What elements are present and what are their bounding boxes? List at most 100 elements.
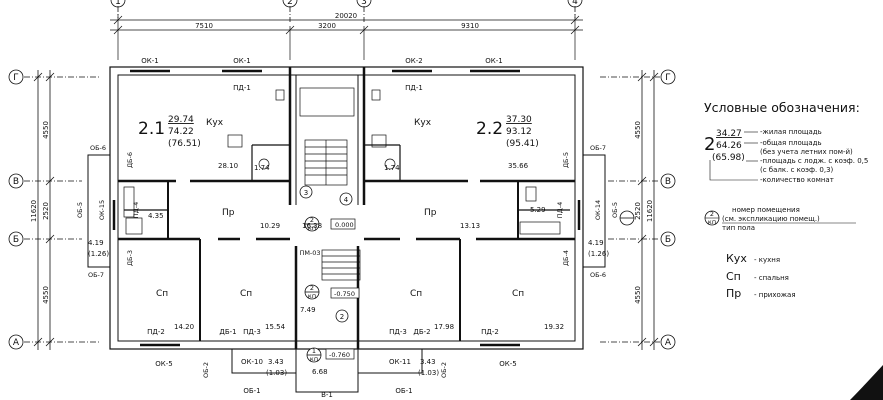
- legend-t3: тип пола: [722, 224, 755, 232]
- walls: [109, 66, 584, 350]
- ok14: ОК-14: [594, 200, 602, 220]
- legend-k3: Пр: [726, 287, 741, 300]
- db4: ДБ-4: [562, 250, 570, 266]
- axis-a-label: А: [13, 338, 20, 348]
- pd3-a: ПД-3: [243, 328, 261, 336]
- level-0000: 0.000: [335, 221, 354, 229]
- level-0760: -0.760: [329, 351, 350, 359]
- marker-tag-c-num: 1: [312, 347, 316, 355]
- area-1932: 19.32: [544, 323, 564, 331]
- marker-2: 2: [340, 313, 344, 321]
- axis-b-label: Б: [13, 235, 19, 245]
- ob2-b: ОБ-2: [440, 362, 448, 378]
- area-174-right: 1.74: [384, 164, 400, 172]
- area-419-right: 4.19: [588, 239, 604, 247]
- marker-tag-a-sub: кп: [308, 224, 316, 232]
- ob6-a: ОБ-6: [90, 144, 106, 152]
- ok2-a: ОК-2: [405, 57, 422, 65]
- room-sp-2: Сп: [240, 289, 252, 299]
- area-1029: 10.29: [260, 222, 280, 230]
- legend-digit: 2: [704, 134, 715, 155]
- apt-right-loggia: (95.41): [506, 139, 539, 149]
- ok5-a: ОК-5: [155, 360, 172, 368]
- marker-3: 3: [304, 189, 308, 197]
- area-1420: 14.20: [174, 323, 194, 331]
- window-marks: [112, 69, 581, 347]
- ok10: ОК-10: [241, 358, 263, 366]
- ok1-a: ОК-1: [141, 57, 158, 65]
- dim-left-total: 11620: [30, 200, 38, 222]
- area-343-left: 3.43: [268, 358, 284, 366]
- legend-tag-sub: кп: [708, 218, 716, 226]
- legend-l5: (с балк. с коэф. 0,3): [760, 166, 834, 174]
- legend-total: 64.26: [716, 141, 742, 151]
- legend-living: 34.27: [716, 129, 742, 139]
- level-boxes: [325, 218, 360, 360]
- room-pr-right: Пр: [424, 208, 437, 218]
- pm03: ПМ-03: [299, 249, 320, 257]
- area-103-right: (1.03): [418, 369, 439, 377]
- ob5-a: ОБ-5: [76, 202, 84, 218]
- axis-v-label-right: В: [665, 177, 671, 187]
- legend-k1: Кух: [726, 252, 747, 265]
- legend-l6: -количество комнат: [760, 176, 834, 184]
- apt-left-type: 2.1: [138, 119, 165, 139]
- apt-left-total: 74.22: [168, 127, 194, 137]
- ob6-b: ОБ-6: [590, 271, 606, 279]
- legend-k2-desc: - спальня: [754, 274, 789, 282]
- ob7-b: ОБ-7: [590, 144, 606, 152]
- pd4-a: ПД-4: [132, 202, 140, 218]
- dim-left-b: 2520: [42, 202, 50, 220]
- room-sp-4: Сп: [512, 289, 524, 299]
- pd1-b: ПД-1: [405, 84, 423, 92]
- area-126-right: (1.26): [588, 250, 609, 258]
- area-1638: 16.38: [302, 222, 322, 230]
- legend-title: Условные обозначения:: [704, 100, 860, 115]
- balconies: [87, 154, 606, 393]
- area-2810: 28.10: [218, 162, 238, 170]
- axis-g-label-right: Г: [665, 73, 671, 83]
- ob5-b: ОБ-5: [611, 202, 619, 218]
- dim-right-a: 4550: [634, 121, 642, 139]
- corner-shadow: [850, 365, 883, 400]
- area-3566: 35.66: [508, 162, 529, 170]
- axis-1-label: 1: [115, 0, 121, 7]
- axis-a-label-right: А: [665, 338, 672, 348]
- staircase: [299, 87, 361, 281]
- legend-t1: номер помещения: [732, 206, 800, 214]
- room-sp-3: Сп: [410, 289, 422, 299]
- dim-left-a: 4550: [42, 121, 50, 139]
- area-1554: 15.54: [265, 323, 286, 331]
- area-103-left: (1.03): [266, 369, 287, 377]
- dim-seg1: 7510: [195, 22, 213, 30]
- marker-4: 4: [344, 196, 349, 204]
- pd1-a: ПД-1: [233, 84, 251, 92]
- apt-right-type: 2.2: [476, 119, 503, 139]
- area-419-left: 4.19: [88, 239, 104, 247]
- ob1-b: ОБ-1: [395, 387, 412, 395]
- area-529: 5.29: [530, 206, 546, 214]
- area-343-right: 3.43: [420, 358, 436, 366]
- area-1313: 13.13: [460, 222, 480, 230]
- apt-right-total: 93.12: [506, 127, 532, 137]
- axis-2-label: 2: [287, 0, 293, 7]
- db6: ДБ-6: [126, 152, 134, 168]
- column-axes: [110, 0, 583, 22]
- dim-total: 20020: [335, 12, 357, 20]
- axis-v-label: В: [13, 177, 19, 187]
- marker-tag-a-num: 2: [310, 216, 314, 224]
- top-dimension-lines: [110, 14, 583, 60]
- room-markers: [299, 185, 635, 363]
- room-pr-left: Пр: [222, 208, 235, 218]
- ok15: ОК-15: [98, 200, 106, 220]
- axis-4-label: 4: [572, 0, 578, 7]
- pd3-b: ПД-3: [389, 328, 407, 336]
- legend-k1-desc: - кухня: [754, 256, 780, 264]
- axis-3-label: 3: [361, 0, 367, 7]
- pd2-b: ПД-2: [481, 328, 499, 336]
- level-0750: -0.750: [334, 290, 355, 298]
- legend-l1: -жилая площадь: [760, 128, 822, 136]
- dim-right-b: 2520: [634, 202, 642, 220]
- area-668: 6.68: [312, 368, 328, 376]
- pd4-b: ПД-4: [556, 202, 564, 218]
